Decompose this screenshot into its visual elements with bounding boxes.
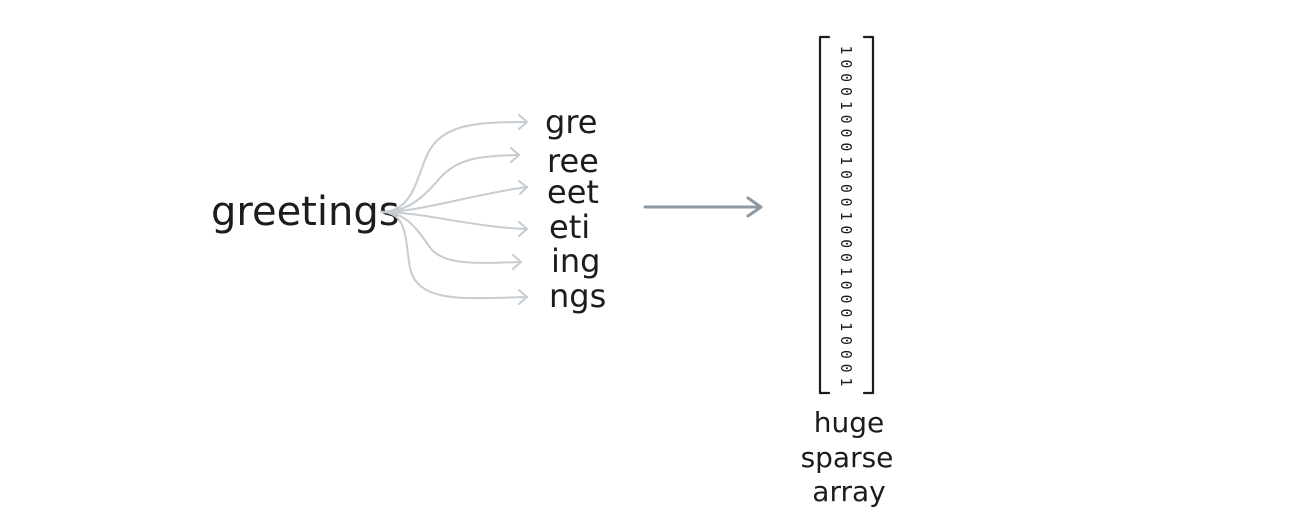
vector-bit: 1 bbox=[837, 156, 855, 165]
vector-bit: 0 bbox=[837, 59, 855, 68]
vector-bit: 0 bbox=[837, 281, 855, 290]
right-bracket bbox=[862, 35, 875, 395]
vector-bit: 0 bbox=[837, 142, 855, 151]
fan-arrow-eet bbox=[380, 186, 528, 213]
trigram-ing: ing bbox=[551, 242, 600, 280]
vector-bit: 1 bbox=[837, 267, 855, 276]
transform-arrow bbox=[643, 196, 763, 218]
vector-caption: huge sparse array bbox=[801, 406, 894, 508]
fan-arrow-eti bbox=[380, 211, 528, 230]
vector-bit: 1 bbox=[837, 45, 855, 54]
vector-bit: 0 bbox=[837, 253, 855, 262]
vector-bit: 0 bbox=[837, 239, 855, 248]
trigram-gre: gre bbox=[545, 103, 597, 141]
fan-arrowhead-ing bbox=[512, 254, 522, 270]
fan-out-arrows bbox=[380, 114, 528, 305]
vector-bit: 0 bbox=[837, 115, 855, 124]
vector-bit: 0 bbox=[837, 128, 855, 137]
vector-bit: 1 bbox=[837, 211, 855, 220]
fan-arrow-gre bbox=[380, 121, 528, 213]
vector-bit: 0 bbox=[837, 350, 855, 359]
trigram-ngs: ngs bbox=[549, 277, 606, 315]
fan-arrowhead-ngs bbox=[518, 289, 528, 305]
caption-line-2: sparse bbox=[801, 441, 894, 474]
vector-bit: 1 bbox=[837, 322, 855, 331]
fan-arrowhead-eet bbox=[518, 180, 528, 195]
vector-bit: 0 bbox=[837, 198, 855, 207]
trigram-list: gre ree eet eti ing ngs bbox=[545, 103, 606, 315]
vector-bit: 0 bbox=[837, 225, 855, 234]
caption-line-3: array bbox=[812, 475, 885, 508]
sparse-vector: 1 0 0 0 1 0 0 0 1 0 0 0 1 0 0 0 1 0 0 0 1 0 0 0 1 bbox=[818, 35, 875, 395]
left-bracket bbox=[818, 35, 831, 395]
vector-bit: 0 bbox=[837, 364, 855, 373]
fan-arrowhead-eti bbox=[518, 221, 528, 237]
vector-bit: 0 bbox=[837, 336, 855, 345]
vector-bit: 1 bbox=[837, 101, 855, 110]
vector-bit: 0 bbox=[837, 87, 855, 96]
vector-bit: 1 bbox=[837, 377, 855, 386]
trigram-ree: ree bbox=[547, 142, 599, 180]
trigram-eet: eet bbox=[547, 173, 599, 211]
caption-line-1: huge bbox=[814, 406, 885, 439]
vector-bit: 0 bbox=[837, 308, 855, 317]
fan-arrow-ree bbox=[380, 154, 520, 213]
vector-bit: 0 bbox=[837, 294, 855, 303]
fan-arrowhead-gre bbox=[518, 114, 528, 130]
vector-bit: 0 bbox=[837, 170, 855, 179]
vector-bits: 1 0 0 0 1 0 0 0 1 0 0 0 1 0 0 0 1 0 0 0 1 0 0 0 1 bbox=[837, 45, 855, 386]
source-word: greetings bbox=[211, 189, 400, 235]
fan-arrow-ngs bbox=[380, 211, 528, 300]
fan-arrowhead-ree bbox=[510, 147, 520, 163]
vector-bit: 0 bbox=[837, 184, 855, 193]
fan-arrow-ing bbox=[380, 211, 522, 264]
vector-bit: 0 bbox=[837, 73, 855, 82]
trigram-eti: eti bbox=[549, 208, 590, 246]
